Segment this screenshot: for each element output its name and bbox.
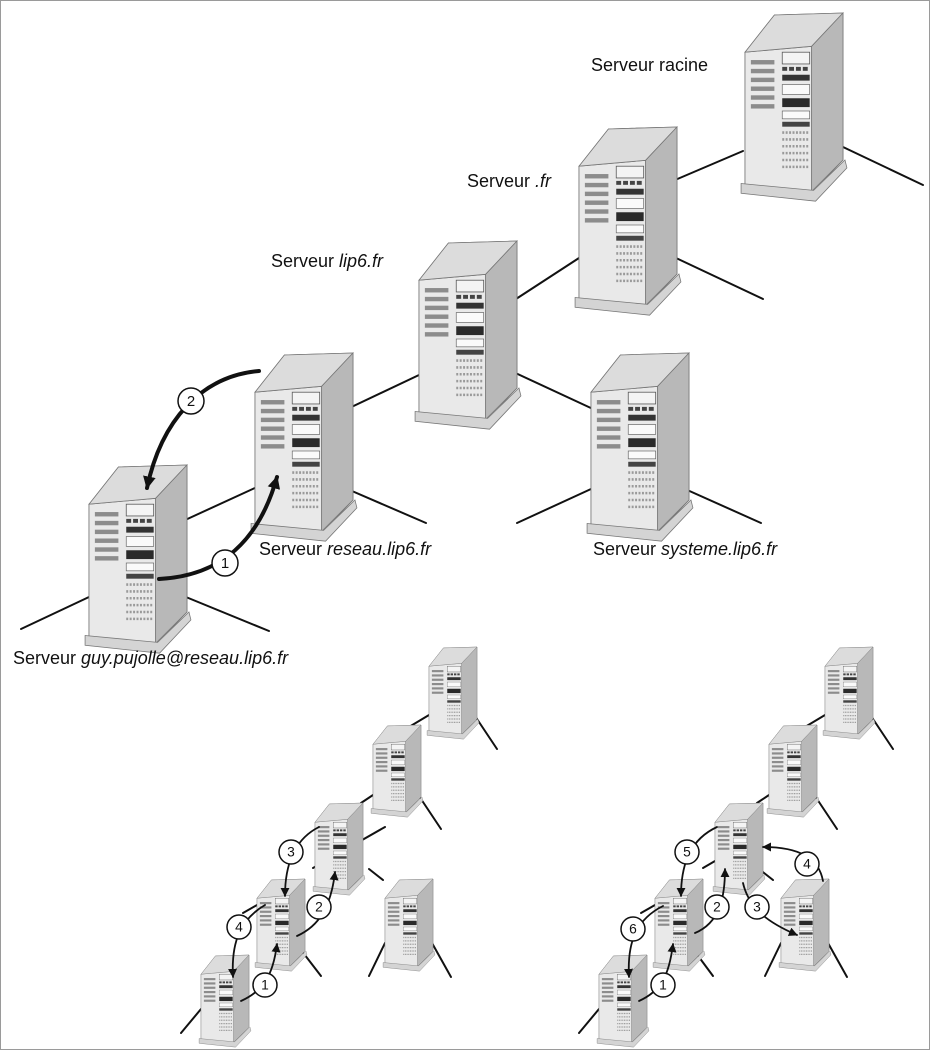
- svg-text:1: 1: [221, 555, 229, 572]
- bl-step-4: 4: [226, 914, 252, 940]
- br-server-1: [822, 646, 876, 740]
- br-link-11: [578, 1008, 600, 1034]
- svg-text:1: 1: [261, 978, 269, 993]
- svg-text:2: 2: [713, 900, 721, 915]
- arrow-top-step-1: [157, 475, 281, 581]
- br-link-3: [756, 794, 770, 804]
- bl-link-11: [180, 1008, 202, 1034]
- br-server-4: [778, 878, 832, 972]
- link-systeme-left: [516, 488, 592, 524]
- bl-server-3: [312, 802, 366, 896]
- br-step-3: 3: [744, 894, 770, 920]
- link-client-right: [180, 594, 270, 632]
- bl-step-2: 2: [306, 894, 332, 920]
- br-server-2: [766, 724, 820, 818]
- bl-server-2: [370, 724, 424, 818]
- svg-text:4: 4: [803, 857, 811, 872]
- link-lip6-fr: [515, 257, 580, 300]
- svg-text:4: 4: [235, 920, 243, 935]
- link-systeme-right: [684, 488, 762, 524]
- bl-server-6: [198, 954, 252, 1048]
- step-badges: 1 2 1 2 3 4 1 2 3 4 5 6: [177, 387, 820, 998]
- label-reseau-server: Serveur reseau.lip6.fr: [259, 539, 432, 559]
- bl-link-4: [418, 795, 442, 830]
- server-systeme: [586, 352, 694, 542]
- bl-link-7: [368, 942, 386, 977]
- br-server-5: [652, 878, 706, 972]
- step-badge-top-2: 2: [177, 387, 205, 415]
- br-link-4: [814, 795, 838, 830]
- svg-text:1: 1: [659, 978, 667, 993]
- bl-link-10: [242, 904, 258, 914]
- link-reseau-lip6: [342, 374, 420, 412]
- svg-text:3: 3: [753, 900, 761, 915]
- link-reseau-branch: [344, 487, 427, 524]
- bl-step-1: 1: [252, 972, 278, 998]
- br-server-3: [712, 802, 766, 896]
- br-link-10: [640, 904, 656, 914]
- br-link-5: [702, 860, 716, 869]
- bl-link-6: [368, 868, 384, 881]
- svg-text:3: 3: [287, 845, 295, 860]
- server-reseau: [250, 352, 358, 542]
- link-client-reseau: [182, 486, 258, 522]
- svg-text:5: 5: [683, 845, 691, 860]
- br-step-4: 4: [794, 851, 820, 877]
- br-step-6: 6: [620, 916, 646, 942]
- svg-text:2: 2: [315, 900, 323, 915]
- bl-link-1: [408, 714, 430, 728]
- br-link-8: [827, 942, 848, 978]
- label-root-server: Serveur racine: [591, 55, 708, 75]
- server-root: [740, 12, 848, 202]
- svg-text:6: 6: [629, 922, 637, 937]
- br-step-2: 2: [704, 894, 730, 920]
- label-systeme-server: Serveur systeme.lip6.fr: [593, 539, 778, 559]
- link-fr-branch: [675, 257, 764, 300]
- bl-server-4: [382, 878, 436, 972]
- bl-server-1: [426, 646, 480, 740]
- bl-link-8: [431, 942, 452, 978]
- label-lip6-server: Serveur lip6.fr: [271, 251, 384, 271]
- step-badge-top-1: 1: [211, 549, 239, 577]
- bl-step-3: 3: [278, 839, 304, 865]
- server-group: [84, 12, 876, 1048]
- server-client: [84, 464, 192, 654]
- svg-text:2: 2: [187, 393, 195, 410]
- link-lip6-systeme: [508, 369, 594, 410]
- br-step-5: 5: [674, 839, 700, 865]
- br-server-6: [596, 954, 650, 1048]
- server-fr: [574, 126, 682, 316]
- label-client-server: Serveur guy.pujolle@reseau.lip6.fr: [13, 648, 289, 668]
- link-root-branch: [842, 146, 924, 186]
- bl-server-5: [254, 878, 308, 972]
- network-links: [20, 146, 924, 1034]
- br-link-7: [764, 942, 782, 977]
- br-step-1: 1: [650, 972, 676, 998]
- server-lip6: [414, 240, 522, 430]
- bl-link-3: [360, 794, 374, 804]
- label-fr-server: Serveur .fr: [467, 171, 552, 191]
- br-link-1: [804, 714, 826, 728]
- link-client-left: [20, 596, 90, 630]
